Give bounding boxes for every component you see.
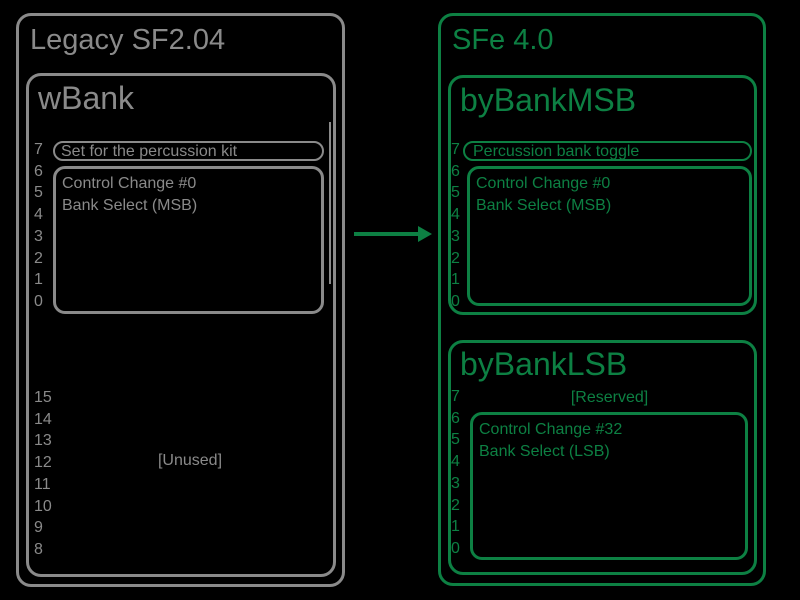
bit-number: 1	[451, 271, 460, 289]
bit-number: 4	[451, 453, 460, 471]
bybanklsb-field-box	[448, 340, 757, 575]
sfe-title: SFe 4.0	[452, 24, 554, 56]
bit-number: 15	[34, 389, 52, 406]
bit-number: 6	[34, 162, 43, 180]
wbank-bit7-label: Set for the percussion kit	[61, 143, 238, 160]
wbank-low-bit-numbers: 7 6 5 4 3 2 1 0	[34, 139, 43, 313]
bit-number: 0	[451, 292, 460, 310]
bit-number: 5	[451, 184, 460, 202]
bit-number: 6	[451, 162, 460, 180]
legacy-sf2-container-box	[16, 13, 345, 587]
bybankmsb-bit7-pill: Percussion bank toggle	[463, 141, 752, 161]
bit-number: 0	[451, 539, 460, 557]
bit-number: 3	[451, 474, 460, 492]
bit-number: 2	[451, 249, 460, 267]
bybanklsb-bits6-0-box: Control Change #32 Bank Select (LSB)	[470, 412, 748, 560]
bit-number: 1	[451, 518, 460, 536]
bit-number: 2	[34, 249, 43, 267]
mapping-arrow-head	[418, 226, 432, 242]
wbank-field-box	[26, 73, 336, 577]
bybankmsb-bit7-label: Percussion bank toggle	[473, 143, 640, 160]
bit-number: 3	[451, 227, 460, 245]
wbank-cc-line1: Control Change #0	[62, 175, 197, 192]
bit-number: 5	[451, 431, 460, 449]
bit-number: 7	[34, 141, 43, 158]
bit-number: 4	[34, 206, 43, 224]
sfe-container-box	[438, 13, 766, 586]
bybankmsb-bits6-0-box: Control Change #0 Bank Select (MSB)	[467, 166, 752, 306]
bybanklsb-cc-line2: Bank Select (LSB)	[479, 443, 610, 460]
bybankmsb-bit-numbers: 7 6 5 4 3 2 1 0	[451, 139, 460, 313]
wbank-byte-extent-line	[329, 122, 331, 284]
wbank-high-bit-numbers: 15 14 13 12 11 10 9 8	[34, 387, 52, 561]
bit-number: 6	[451, 409, 460, 427]
bit-number: 12	[34, 454, 52, 472]
wbank-unused-label: [Unused]	[157, 452, 223, 469]
wbank-field-title: wBank	[38, 80, 135, 116]
bybankmsb-field-title: byBankMSB	[460, 82, 637, 118]
bybankmsb-cc-line1: Control Change #0	[476, 175, 611, 192]
bit-number: 11	[34, 475, 51, 493]
wbank-bit7-pill: Set for the percussion kit	[53, 141, 324, 161]
legacy-sf2-title: Legacy SF2.04	[30, 24, 226, 56]
mapping-arrow-shaft	[354, 232, 420, 236]
bybanklsb-cc-line1: Control Change #32	[479, 421, 623, 438]
bit-number: 0	[34, 292, 43, 310]
bybankmsb-cc-line2: Bank Select (MSB)	[476, 197, 612, 214]
bit-number: 7	[451, 141, 460, 158]
wbank-cc-line2: Bank Select (MSB)	[62, 197, 198, 214]
bit-number: 1	[34, 271, 43, 289]
bybanklsb-bit-numbers: 7 6 5 4 3 2 1 0	[451, 386, 460, 560]
bit-number: 14	[34, 410, 52, 428]
bit-number: 4	[451, 206, 460, 224]
bit-number: 3	[34, 227, 43, 245]
bit-number: 10	[34, 497, 52, 515]
bit-number: 8	[34, 540, 43, 558]
bit-number: 13	[34, 432, 52, 450]
bybanklsb-field-title: byBankLSB	[460, 346, 628, 382]
bybanklsb-bit7-reserved-label: [Reserved]	[570, 389, 649, 406]
bit-number: 9	[34, 519, 43, 537]
wbank-bits6-0-box: Control Change #0 Bank Select (MSB)	[53, 166, 324, 314]
bit-number: 7	[451, 388, 460, 405]
bybankmsb-field-box	[448, 75, 757, 315]
bit-number: 5	[34, 184, 43, 202]
bit-number: 2	[451, 496, 460, 514]
